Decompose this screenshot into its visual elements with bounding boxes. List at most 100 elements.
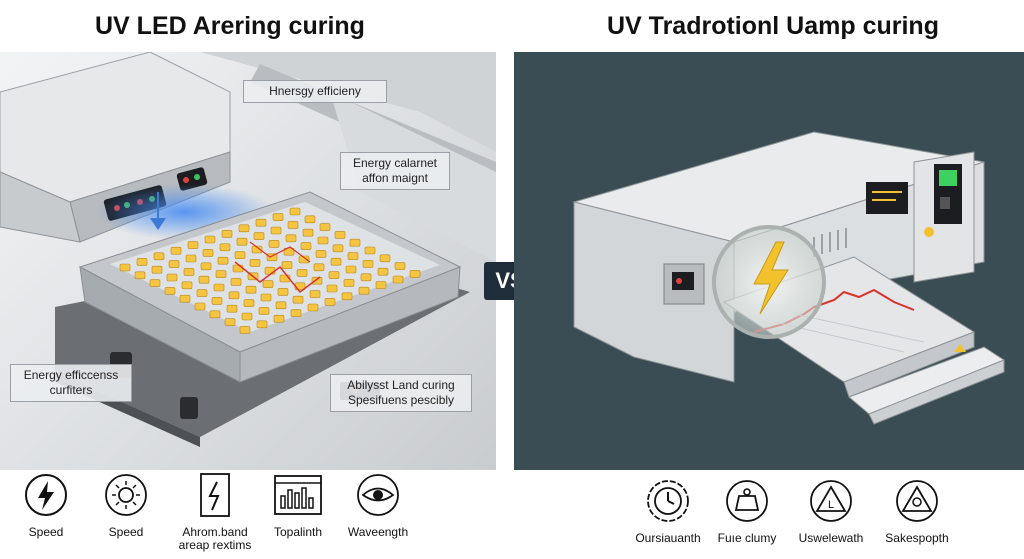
led-chip <box>277 288 289 296</box>
led-chip <box>245 285 257 294</box>
led-chip <box>183 268 195 276</box>
led-chip <box>196 289 208 297</box>
led-chip <box>204 235 216 244</box>
feature-topalinth: Topalinth <box>266 472 330 539</box>
led-chip <box>296 269 308 277</box>
led-chip <box>347 252 359 260</box>
led-chip <box>285 234 297 243</box>
callout-middle: Energy calarnet affon maignt <box>340 152 450 190</box>
feature-label: Uswelewath <box>798 531 864 545</box>
feature-fuie-clumy: Fuıe clumy <box>712 478 782 545</box>
feature-oursiauanth: Oursiauanth <box>626 478 710 545</box>
led-chip <box>379 254 391 263</box>
led-chip <box>170 246 182 255</box>
feature-waveength: Waveength <box>340 472 416 539</box>
feature-label: Ahrom.band <box>182 525 248 539</box>
led-chip <box>268 240 280 248</box>
led-chip <box>198 275 210 284</box>
led-chip <box>241 312 253 321</box>
callout-bottom-left: Energy efficcenss curfiters <box>10 364 132 402</box>
led-chip <box>221 230 233 238</box>
bar-chart-window-icon <box>274 475 322 515</box>
led-chip <box>119 263 131 272</box>
feature-label-secondary: areap rextims <box>178 538 252 552</box>
right-title: UV Tradrotionl Uamp curing <box>607 12 939 40</box>
led-chip <box>239 326 251 334</box>
led-chip <box>290 309 302 317</box>
led-chip <box>375 281 387 289</box>
led-chip <box>226 304 238 313</box>
led-chip <box>200 262 212 271</box>
led-chip <box>345 265 357 274</box>
led-chip <box>213 283 225 292</box>
triangle-warning-icon: L <box>810 480 852 522</box>
callout-bottom-left-line1: Energy efficcenss <box>23 368 119 382</box>
feature-label: Speed <box>28 525 64 539</box>
lightning-bolt-icon <box>25 474 67 516</box>
led-chip <box>349 238 361 247</box>
traditional-lamp-illustration <box>572 131 1006 425</box>
led-chip <box>304 215 316 224</box>
led-chip <box>230 278 242 286</box>
weight-icon <box>726 480 768 522</box>
feature-label: Sakespopth <box>885 531 949 545</box>
led-chip <box>179 294 191 303</box>
led-chip <box>283 247 295 256</box>
led-chip <box>275 301 287 310</box>
uv-led-curing-illustration <box>0 52 496 447</box>
led-chip <box>164 287 176 295</box>
led-chip <box>168 260 180 268</box>
led-chip <box>136 258 148 266</box>
led-chip <box>328 271 340 279</box>
led-chip <box>219 243 231 252</box>
led-chip <box>166 273 178 282</box>
led-chip <box>377 267 389 276</box>
led-chip <box>149 279 161 287</box>
led-chip <box>260 293 272 302</box>
led-chip <box>209 310 221 319</box>
feature-ahrom-band: Ahrom.band areap rextims <box>170 472 260 552</box>
feature-uswelewath: L Uswelewath <box>790 478 872 545</box>
led-chip <box>202 249 214 257</box>
led-chip <box>364 246 376 255</box>
led-chip <box>330 257 342 266</box>
feature-label: Waveength <box>347 525 409 539</box>
led-chip <box>211 297 223 305</box>
feature-label: Topalinth <box>273 525 323 539</box>
led-array <box>119 207 421 334</box>
led-chip <box>302 228 314 237</box>
led-chip <box>334 231 346 239</box>
led-chip <box>181 281 193 290</box>
led-chip <box>292 295 304 304</box>
callout-bottom-right: Abilysst Land curing Spesifuens pescibly <box>330 374 472 412</box>
led-chip <box>272 213 284 221</box>
led-chip <box>236 237 248 246</box>
led-chip <box>251 245 263 254</box>
led-chip <box>234 251 246 259</box>
led-chip <box>187 241 199 249</box>
led-chip <box>394 262 406 270</box>
led-chip <box>153 252 165 261</box>
led-chip <box>255 218 267 227</box>
led-chip <box>307 303 319 312</box>
led-chip <box>392 275 404 284</box>
led-chip <box>238 224 250 233</box>
led-chip <box>332 244 344 253</box>
led-chip <box>317 236 329 245</box>
sun-icon <box>105 474 147 516</box>
clock-gear-icon <box>647 480 689 522</box>
led-chip <box>194 302 206 311</box>
led-chip <box>232 264 244 273</box>
led-chip <box>343 279 355 287</box>
traditional-lamp-panel <box>514 52 1024 470</box>
feature-sakespopth: Sakespopth <box>880 478 954 545</box>
led-chip <box>253 232 265 240</box>
svg-text:L: L <box>828 499 834 511</box>
led-chip <box>258 307 270 315</box>
led-chip <box>262 280 274 288</box>
feature-speed-1: Speed <box>18 472 74 539</box>
led-chip <box>264 266 276 275</box>
led-chip <box>281 261 293 269</box>
led-chip <box>270 226 282 235</box>
led-chip <box>249 259 261 267</box>
